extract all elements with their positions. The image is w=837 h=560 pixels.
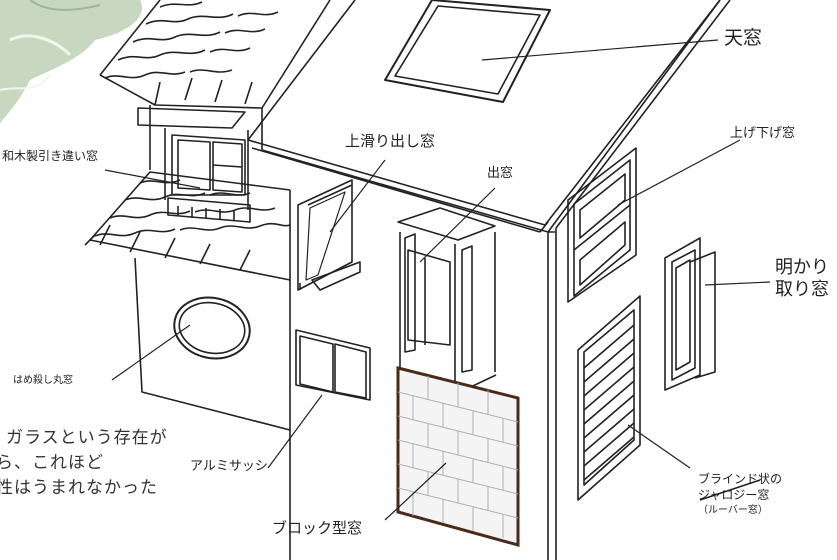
label-transom-window-line1: 明かり: [775, 257, 829, 278]
label-skylight: 天窓: [724, 27, 763, 49]
leader-lines: [104, 39, 771, 521]
caption-text: ガラスという存在が ら、これほど 性はうまれなかった: [0, 426, 168, 501]
top-slide-window-drawing: [297, 179, 361, 291]
label-jalousie-line3: （ルーバー窓）: [698, 505, 768, 516]
label-jalousie-line1: ブラインド状の: [698, 472, 783, 486]
caption-line-2: ら、これほど: [0, 453, 104, 473]
label-double-hung-window: 上げ下げ窓: [730, 126, 796, 141]
round-window-drawing: [173, 296, 251, 360]
label-transom-window-line2: 取り窓: [775, 279, 829, 300]
upper-tiled-roof: [99, 0, 331, 109]
caption-line-3: 性はうまれなかった: [0, 478, 158, 498]
front-wall: [261, 140, 549, 560]
label-bay-window: 出窓: [487, 166, 514, 181]
aluminum-sash-drawing: [295, 329, 371, 401]
tree-foliage: [0, 0, 142, 125]
label-wooden-sliding-window: 和木製引き違い窓: [2, 149, 99, 163]
bay-window-drawing: [397, 207, 497, 393]
label-top-slide-window: 上滑り出し窓: [345, 132, 436, 150]
label-aluminum-sash: アルミサッシ: [190, 459, 268, 474]
skylight-drawing: [384, 0, 551, 103]
block-window-drawing: [396, 366, 520, 547]
label-block-window: ブロック型窓: [272, 519, 363, 537]
label-jalousie-line2: ジャロジー窓: [698, 488, 770, 502]
label-fixed-round-window: はめ殺し丸窓: [13, 375, 73, 386]
transom-window-drawing: [664, 237, 716, 391]
main-roof: [247, 0, 356, 141]
double-hung-window-drawing: [567, 147, 637, 303]
jalousie-window-drawing: [577, 295, 641, 501]
caption-line-1: ガラスという存在が: [6, 428, 168, 448]
wooden-sliding-window-drawing: [137, 107, 251, 223]
right-wall: [555, 0, 731, 560]
lower-tiled-roof: [84, 171, 291, 281]
